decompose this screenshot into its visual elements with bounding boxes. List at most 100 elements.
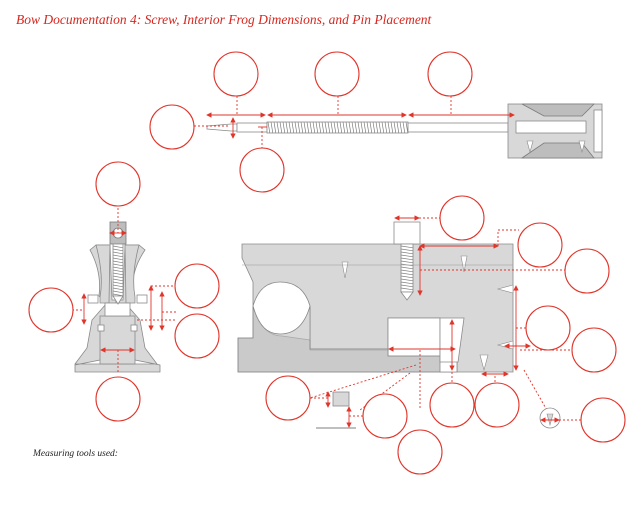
thread-line [342,121,346,134]
callout-channel-height[interactable] [429,382,475,428]
thread-line [375,121,379,134]
thread-line [363,121,367,134]
thread-line [366,121,370,134]
callout-mortise-length[interactable] [517,222,563,268]
thread-line [112,257,124,261]
thread-line [276,121,280,134]
thread-line [396,121,400,134]
thread-line [318,121,322,134]
callout-base-width[interactable] [95,376,141,422]
thread-line [112,293,124,297]
thread-line [291,121,295,134]
callout-channel-length[interactable] [397,429,443,475]
thread-line [112,269,124,273]
thread-line [112,290,124,294]
thread-line [112,263,124,267]
callout-screw-thread-diameter[interactable] [239,147,285,193]
screw-drawing [206,103,603,159]
thread-line [339,121,343,134]
thread-line [279,121,283,134]
thread-line [112,245,124,249]
thread-line [351,121,355,134]
thread-line [354,121,358,134]
thread-line [112,251,124,255]
callout-screw-shaft-length[interactable] [427,51,473,97]
callout-channel-depth[interactable] [28,287,74,333]
thread-line [400,257,414,261]
thread-line [112,248,124,252]
thread-line [306,121,310,134]
thread-line [381,121,385,134]
thread-line [372,121,376,134]
thread-line [303,121,307,134]
thread-line [400,278,414,282]
thread-line [312,121,316,134]
callout-eyelet-diameter[interactable] [95,161,141,207]
thread-line [270,121,274,134]
thread-line [345,121,349,134]
screw-dimensions [194,96,515,149]
thread-line [112,260,124,264]
thread-line [336,121,340,134]
callout-screw-tip-length[interactable] [213,51,259,97]
callout-side-height[interactable] [174,263,220,309]
thread-line [400,284,414,288]
thread-line [400,260,414,264]
callout-slide-thickness[interactable] [265,375,311,421]
frog-side-view [237,221,514,373]
thread-line [400,269,414,273]
thread-line [357,121,361,134]
thread-line [294,121,298,134]
thread-line [400,248,414,252]
thread-line [390,121,394,134]
thread-line [297,121,301,134]
thread-line [402,121,406,134]
thread-line [387,121,391,134]
thread-line [112,254,124,258]
measuring-tools-label: Measuring tools used: [33,449,118,459]
thread-line [333,121,337,134]
pin-detail [310,391,582,429]
thread-line [112,284,124,288]
thread-line [300,121,304,134]
thread-line [324,121,328,134]
callout-screw-depth[interactable] [564,248,610,294]
callout-screw-head-width[interactable] [439,195,485,241]
thread-line [112,266,124,270]
thread-line [321,121,325,134]
thread-line [400,251,414,255]
thread-line [360,121,364,134]
thread-line [288,121,292,134]
thread-line [273,121,277,134]
thread-line [399,121,403,134]
thread-line [112,278,124,282]
thread-line [400,245,414,249]
thread-line [315,121,319,134]
thread-line [348,121,352,134]
thread-line [267,121,271,134]
callout-wall-thickness[interactable] [174,313,220,359]
thread-line [327,121,331,134]
thread-line [285,121,289,134]
thread-line [112,287,124,291]
callout-frog-height[interactable] [525,305,571,351]
thread-line [400,287,414,291]
thread-line [400,281,414,285]
callout-screw-tip-diameter[interactable] [149,104,195,150]
thread-line [112,275,124,279]
thread-line [309,121,313,134]
thread-line [330,121,334,134]
callout-pin-detail[interactable] [580,397,626,443]
thread-line [400,266,414,270]
callout-ferrule-depth[interactable] [362,393,408,439]
thread-line [400,272,414,276]
callout-heel-length[interactable] [474,382,520,428]
thread-line [405,121,409,134]
thread-line [393,121,397,134]
callout-screw-thread-length[interactable] [314,51,360,97]
page-title: Bow Documentation 4: Screw, Interior Fro… [16,12,432,27]
thread-line [378,121,382,134]
thread-line [369,121,373,134]
callout-pin-position[interactable] [571,327,617,373]
